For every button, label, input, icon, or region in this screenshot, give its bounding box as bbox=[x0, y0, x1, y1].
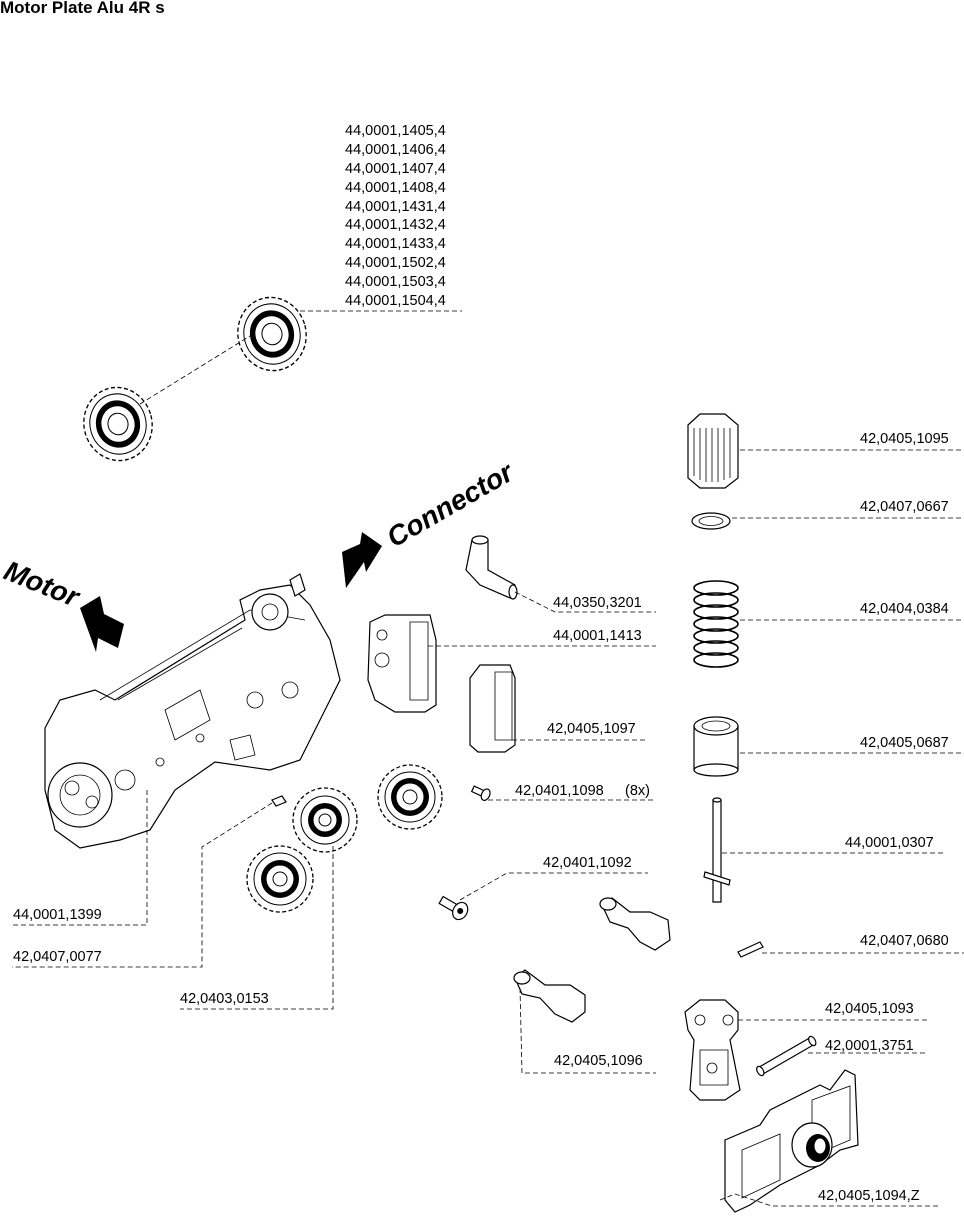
part-label-cap-screw: 42,0401,1092 bbox=[459, 855, 648, 901]
gear-part-number: 44,0001,1431,4 bbox=[345, 199, 446, 215]
feed-roll-lower bbox=[83, 386, 153, 462]
arrow-right-icon bbox=[342, 532, 382, 588]
svg-text:42,0401,1098: 42,0401,1098 bbox=[515, 783, 604, 799]
motor-plate-body bbox=[44, 573, 341, 849]
svg-text:42,0405,1096: 42,0405,1096 bbox=[554, 1053, 643, 1069]
part-label-guide-nozzle: 42,0405,1096 bbox=[519, 987, 656, 1074]
lever bbox=[684, 999, 741, 1101]
svg-text:44,0001,0307: 44,0001,0307 bbox=[845, 835, 934, 851]
gear-part-number: 44,0001,1503,4 bbox=[345, 274, 446, 290]
svg-text:42,0405,0687: 42,0405,0687 bbox=[860, 735, 949, 751]
knob bbox=[687, 413, 739, 489]
spring bbox=[693, 580, 739, 668]
svg-text:(8x): (8x) bbox=[625, 783, 650, 799]
small-screw bbox=[470, 785, 491, 801]
feed-roll-right bbox=[377, 764, 443, 830]
svg-text:42,0404,0384: 42,0404,0384 bbox=[860, 601, 949, 617]
connector-direction: Connector bbox=[342, 455, 520, 588]
part-label-knob: 42,0405,1095 bbox=[740, 431, 964, 451]
gear-part-number: 44,0001,1502,4 bbox=[345, 255, 446, 271]
part-label-pin: 42,0407,0680 bbox=[762, 933, 964, 954]
motor-direction: Motor bbox=[0, 555, 124, 652]
drive-gear-small bbox=[292, 787, 358, 853]
feed-roll-axis-line bbox=[139, 335, 251, 405]
bolt bbox=[756, 1035, 817, 1077]
shaft bbox=[703, 797, 731, 903]
svg-text:42,0401,1092: 42,0401,1092 bbox=[543, 855, 632, 871]
svg-text:42,0405,1093: 42,0405,1093 bbox=[825, 1001, 914, 1017]
gear-part-number-list: 44,0001,1405,4 44,0001,1406,4 44,0001,14… bbox=[300, 123, 462, 312]
elbow-tube bbox=[465, 535, 518, 600]
part-label-motor-plate: 44,0001,1399 bbox=[12, 790, 148, 926]
part-label-sleeve: 42,0405,0687 bbox=[740, 735, 964, 754]
key-part bbox=[271, 795, 287, 807]
clamp-left bbox=[367, 614, 437, 713]
feed-roll-bottom bbox=[246, 845, 314, 913]
feed-roll-upper bbox=[237, 296, 307, 372]
gear-part-number: 44,0001,1408,4 bbox=[345, 180, 446, 196]
bracket-knob bbox=[791, 1122, 833, 1168]
part-label-bolt: 42,0001,3751 bbox=[808, 1038, 928, 1054]
part-label-clamp-right: 42,0405,1097 bbox=[512, 721, 648, 741]
gear-part-number: 44,0001,1504,4 bbox=[345, 293, 446, 309]
part-label-lever: 42,0405,1093 bbox=[738, 1001, 928, 1021]
part-label-drive-gear: 42,0403,0153 bbox=[180, 846, 334, 1010]
svg-text:42,0403,0153: 42,0403,0153 bbox=[180, 991, 269, 1007]
sleeve bbox=[693, 716, 739, 777]
svg-text:42,0407,0680: 42,0407,0680 bbox=[860, 933, 949, 949]
svg-text:42,0407,0077: 42,0407,0077 bbox=[13, 949, 102, 965]
part-label-spring: 42,0404,0384 bbox=[740, 601, 964, 621]
cap-screw bbox=[438, 895, 469, 921]
bracket bbox=[724, 1069, 859, 1213]
connector-direction-label: Connector bbox=[382, 455, 521, 553]
svg-text:42,0001,3751: 42,0001,3751 bbox=[825, 1038, 914, 1054]
gear-part-number: 44,0001,1405,4 bbox=[345, 123, 446, 139]
gear-part-number: 44,0001,1406,4 bbox=[345, 142, 446, 158]
svg-text:42,0405,1094,Z: 42,0405,1094,Z bbox=[818, 1188, 920, 1204]
part-label-shaft: 44,0001,0307 bbox=[722, 835, 946, 854]
part-label-key: 42,0407,0077 bbox=[12, 802, 273, 968]
svg-text:44,0350,3201: 44,0350,3201 bbox=[553, 595, 642, 611]
washer bbox=[691, 512, 731, 530]
arrow-left-icon bbox=[80, 596, 124, 652]
svg-text:44,0001,1399: 44,0001,1399 bbox=[13, 907, 102, 923]
guide-nozzle-lower bbox=[513, 969, 586, 1023]
part-label-small-screw: 42,0401,1098 (8x) bbox=[488, 783, 656, 801]
svg-text:42,0405,1097: 42,0405,1097 bbox=[547, 721, 636, 737]
svg-text:44,0001,1413: 44,0001,1413 bbox=[553, 628, 642, 644]
motor-direction-label: Motor bbox=[0, 555, 85, 614]
part-label-bracket: 42,0405,1094,Z bbox=[719, 1188, 938, 1207]
part-label-clamp-left: 44,0001,1413 bbox=[428, 628, 656, 647]
pin bbox=[737, 941, 764, 958]
page-title: Motor Plate Alu 4R s bbox=[0, 0, 165, 17]
guide-nozzle-upper bbox=[599, 897, 671, 951]
part-label-washer: 42,0407,0667 bbox=[732, 499, 964, 519]
gear-part-number: 44,0001,1432,4 bbox=[345, 217, 446, 233]
svg-text:42,0407,0667: 42,0407,0667 bbox=[860, 499, 949, 515]
svg-text:42,0405,1095: 42,0405,1095 bbox=[860, 431, 949, 447]
gear-part-number: 44,0001,1407,4 bbox=[345, 161, 446, 177]
gear-part-number: 44,0001,1433,4 bbox=[345, 236, 446, 252]
part-label-elbow-tube: 44,0350,3201 bbox=[514, 591, 656, 613]
clamp-right bbox=[469, 664, 516, 753]
